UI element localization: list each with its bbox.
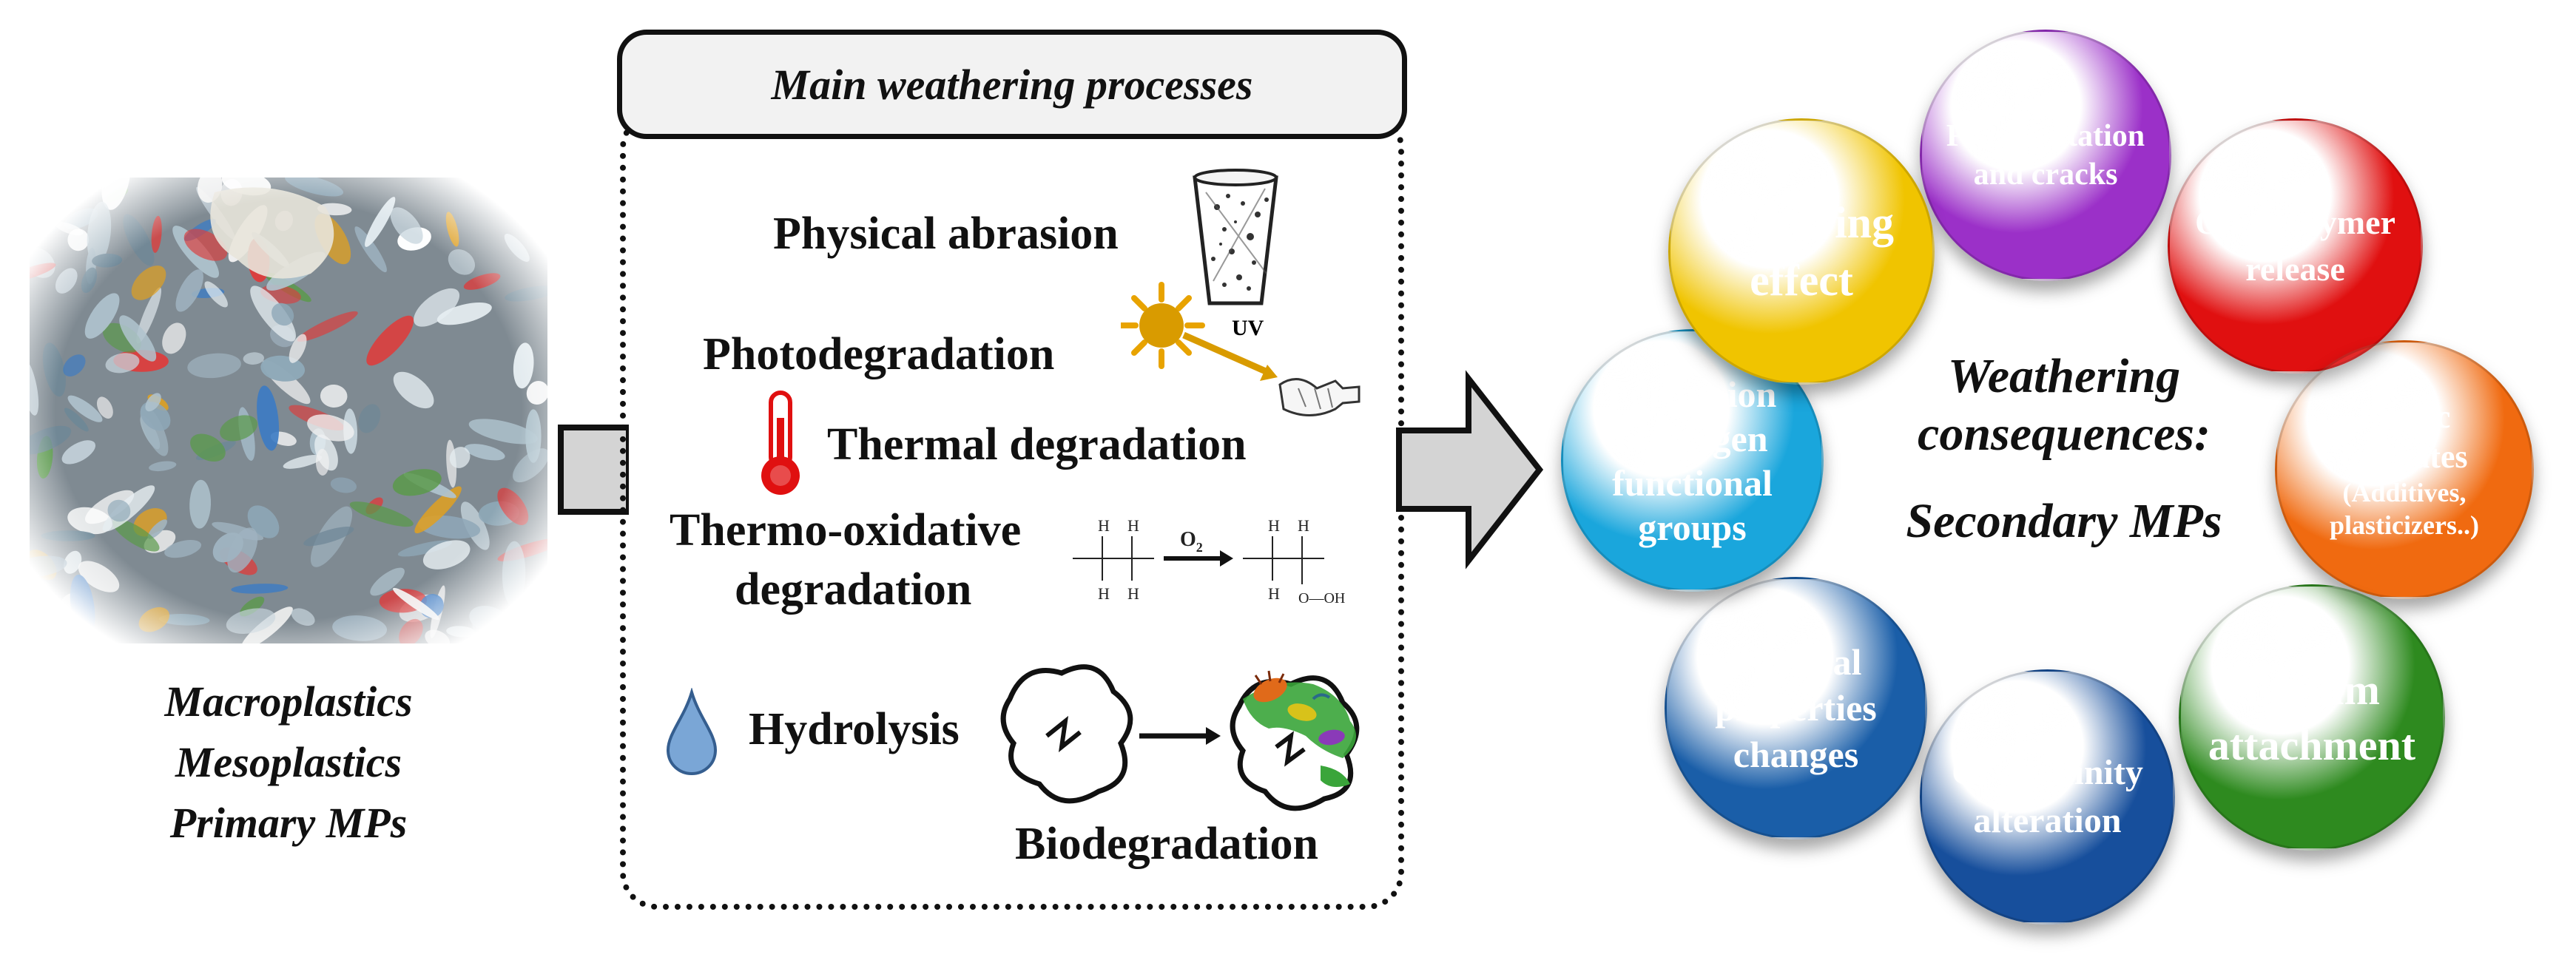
biodegradation-label: Biodegradation: [1015, 819, 1318, 869]
photodegradation-label: Photodegradation: [703, 329, 1055, 379]
center-line-weathering: Weathering: [1947, 349, 2181, 403]
chem-o2: O: [1180, 528, 1196, 551]
left-arrow-stub: [558, 425, 629, 515]
uv-label: UV: [1232, 316, 1264, 340]
water-drop-icon: [666, 688, 718, 776]
oxidation-reaction-diagram: H H H H O2 H H H O—OH: [1073, 516, 1345, 606]
chem-h: H: [1127, 584, 1139, 603]
sun-uv-icon: UV: [1121, 282, 1361, 416]
main-flow-arrow: [1396, 370, 1544, 570]
thermometer-icon: [761, 391, 800, 495]
chem-ooh: O—OH: [1298, 590, 1345, 606]
chem-o2-subscript: 2: [1196, 540, 1203, 555]
biodegradation-illustration: [1000, 664, 1360, 811]
svg-text:O2: O2: [1180, 528, 1203, 555]
weathering-consequences-text: Weathering consequences: Secondary MPs: [1842, 348, 2286, 550]
chem-h: H: [1098, 516, 1110, 535]
panel-title-text: Main weathering processes: [771, 60, 1253, 109]
mesoplastics-label: Mesoplastics: [175, 738, 402, 786]
center-line-secondary-mps: Secondary MPs: [1906, 493, 2222, 548]
plastic-waste-photo: [30, 178, 547, 643]
thermal-degradation-label: Thermal degradation: [827, 419, 1247, 470]
center-line-consequences: consequences:: [1918, 406, 2211, 461]
panel-title: Main weathering processes: [617, 30, 1407, 139]
abraded-cup-icon: [1193, 169, 1278, 305]
chem-h: H: [1268, 516, 1280, 535]
primary-mps-label: Primary MPs: [169, 799, 408, 847]
chem-h: H: [1298, 516, 1309, 535]
chem-h: H: [1127, 516, 1139, 535]
thermo-oxidative-label-line2: degradation: [735, 564, 972, 615]
chem-h: H: [1098, 584, 1110, 603]
thermo-oxidative-label-line1: Thermo-oxidative: [670, 505, 1022, 555]
physical-abrasion-label: Physical abrasion: [773, 209, 1119, 259]
macroplastics-label: Macroplastics: [164, 678, 413, 726]
chem-h: H: [1268, 584, 1280, 603]
hydrolysis-label: Hydrolysis: [749, 704, 960, 754]
